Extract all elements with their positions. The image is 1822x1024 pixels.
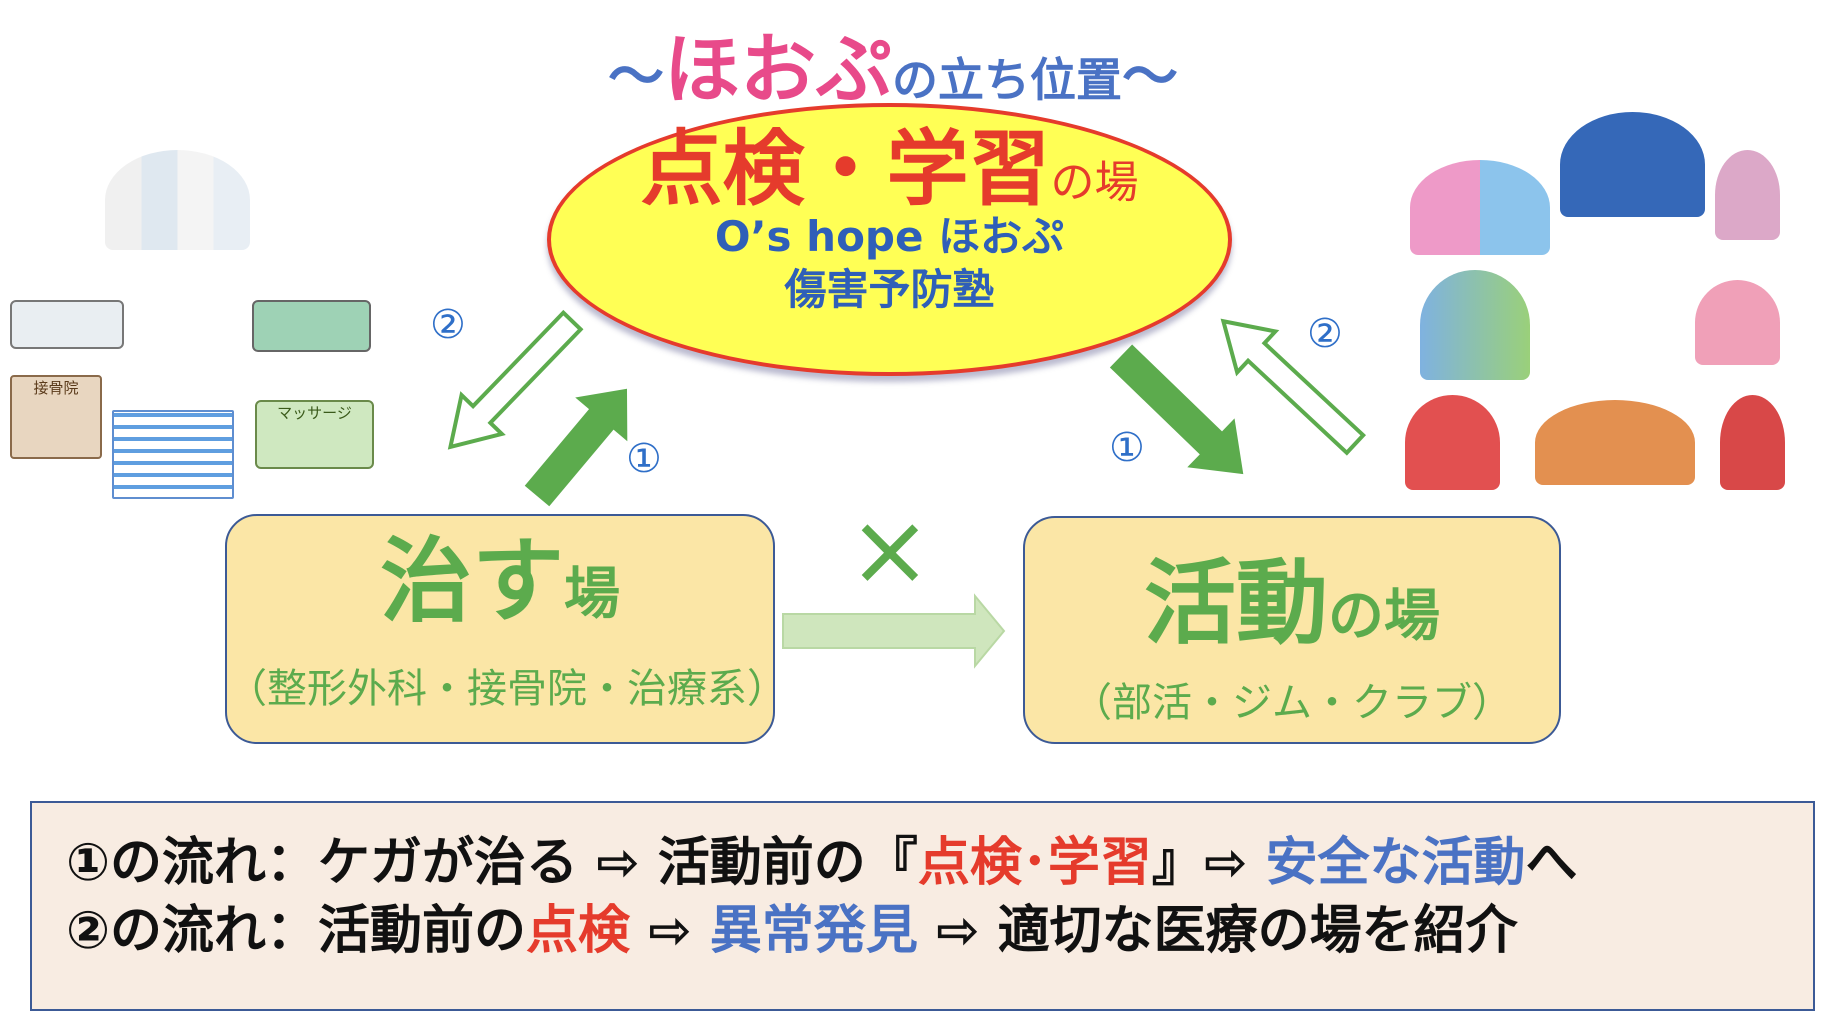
center-ellipse: 点検・学習の場 O’s hope ほおぷ 傷害予防塾 bbox=[547, 103, 1232, 376]
label-one-right: ① bbox=[1109, 425, 1145, 471]
flow-explanation-box: ①の流れ：ケガが治る ⇨ 活動前の『点検･学習』⇨ 安全な活動へ ②の流れ：活動… bbox=[30, 801, 1815, 1011]
flow2-suffix: ⇨ 適切な医療の場を紹介 bbox=[917, 901, 1518, 961]
activity-examples: （部活・ジム・クラブ） bbox=[1072, 680, 1512, 726]
wheelchair-baseball-illustration bbox=[1405, 395, 1500, 490]
hospital-illustration bbox=[112, 410, 234, 499]
center-suffix: の場 bbox=[1050, 157, 1139, 208]
medical-staff-illustration bbox=[105, 150, 250, 250]
arrow-2-to-treatment bbox=[447, 309, 584, 450]
massage-sign: マッサージ bbox=[277, 404, 352, 422]
treadmill-illustration bbox=[1420, 270, 1530, 380]
massage-shop-illustration: マッサージ bbox=[255, 400, 374, 469]
flow1-prefix: ①の流れ：ケガが治る ⇨ 活動前の『 bbox=[66, 833, 918, 893]
title-tilde: ～ bbox=[1122, 45, 1178, 110]
flow1-red: 点検･学習 bbox=[917, 833, 1152, 893]
page-title: ～ほおぷの立ち位置～ bbox=[0, 8, 1786, 118]
label-two-left: ② bbox=[430, 302, 466, 348]
massage-bed-illustration bbox=[252, 300, 371, 352]
treatment-bed-illustration bbox=[10, 300, 124, 349]
flow2-prefix: ②の流れ：活動前の bbox=[66, 901, 527, 961]
clinic-sign: 接骨院 bbox=[33, 379, 79, 397]
arrow-2-to-center bbox=[1220, 318, 1367, 456]
flow2-mid: ⇨ bbox=[630, 901, 710, 961]
basketball-illustration bbox=[1410, 160, 1550, 255]
title-rest: の立ち位置 bbox=[892, 53, 1122, 107]
flow1-mid: 』⇨ bbox=[1151, 833, 1266, 893]
title-brand: ほおぷ bbox=[664, 25, 892, 114]
clinic-building-illustration: 接骨院 bbox=[10, 375, 102, 459]
flow-line-2: ②の流れ：活動前の点検 ⇨ 異常発見 ⇨ 適切な医療の場を紹介 bbox=[66, 897, 1813, 965]
team-illustration bbox=[1560, 112, 1705, 217]
treatment-heading: 治す bbox=[379, 528, 564, 635]
title-tilde: ～ bbox=[608, 45, 664, 110]
center-school-line: 傷害予防塾 bbox=[784, 264, 995, 314]
cross-mark: × bbox=[848, 491, 932, 608]
label-one-left: ① bbox=[626, 436, 662, 482]
family-illustration bbox=[1715, 150, 1780, 240]
dance-illustration bbox=[1695, 280, 1780, 365]
flow2-red: 点検 bbox=[526, 901, 631, 961]
arrow-1-to-activity bbox=[1109, 344, 1244, 475]
flow2-blue: 異常発見 bbox=[709, 901, 918, 961]
treatment-box: 治す場 （整形外科・接骨院・治療系） bbox=[225, 514, 787, 744]
flow1-suffix: へ bbox=[1525, 833, 1578, 893]
center-brand-line: O’s hope ほおぷ bbox=[714, 212, 1065, 261]
flow-line-1: ①の流れ：ケガが治る ⇨ 活動前の『点検･学習』⇨ 安全な活動へ bbox=[66, 829, 1813, 897]
bench-press-illustration bbox=[1535, 400, 1695, 485]
center-main-text: 点検・学習 bbox=[640, 122, 1051, 217]
treatment-suffix: 場 bbox=[564, 562, 620, 627]
treatment-examples: （整形外科・接骨院・治療系） bbox=[227, 666, 787, 712]
flow1-blue: 安全な活動 bbox=[1265, 833, 1526, 893]
arrow-direct-crossed bbox=[782, 593, 1006, 669]
label-two-right: ② bbox=[1307, 311, 1343, 357]
activity-heading: 活動 bbox=[1143, 550, 1328, 657]
activity-suffix: の場 bbox=[1328, 584, 1440, 649]
wheelchair-badminton-illustration bbox=[1720, 395, 1785, 490]
activity-box: 活動の場 （部活・ジム・クラブ） bbox=[1023, 516, 1561, 744]
arrow-1-to-center bbox=[524, 388, 628, 507]
